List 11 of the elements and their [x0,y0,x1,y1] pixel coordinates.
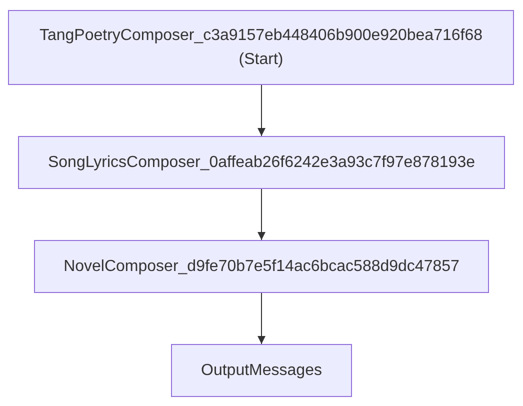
arrow [258,84,266,136]
process-box [34,240,489,293]
process-box [18,136,505,189]
process-box [171,344,352,397]
node-label: NovelComposer_d9fe70b7e5f14ac6bcac588d9dc47857 [64,256,460,276]
arrow [258,188,266,240]
node-label: TangPoetryComposer_c3a9157eb448406b900e920bea716f68 (Start) [38,26,484,70]
node-label: OutputMessages [201,360,322,380]
node-label: SongLyricsComposer_0affeab26f6242e3a93c7f97e878193e [48,152,475,172]
arrow [258,292,266,344]
process-box [8,10,514,85]
